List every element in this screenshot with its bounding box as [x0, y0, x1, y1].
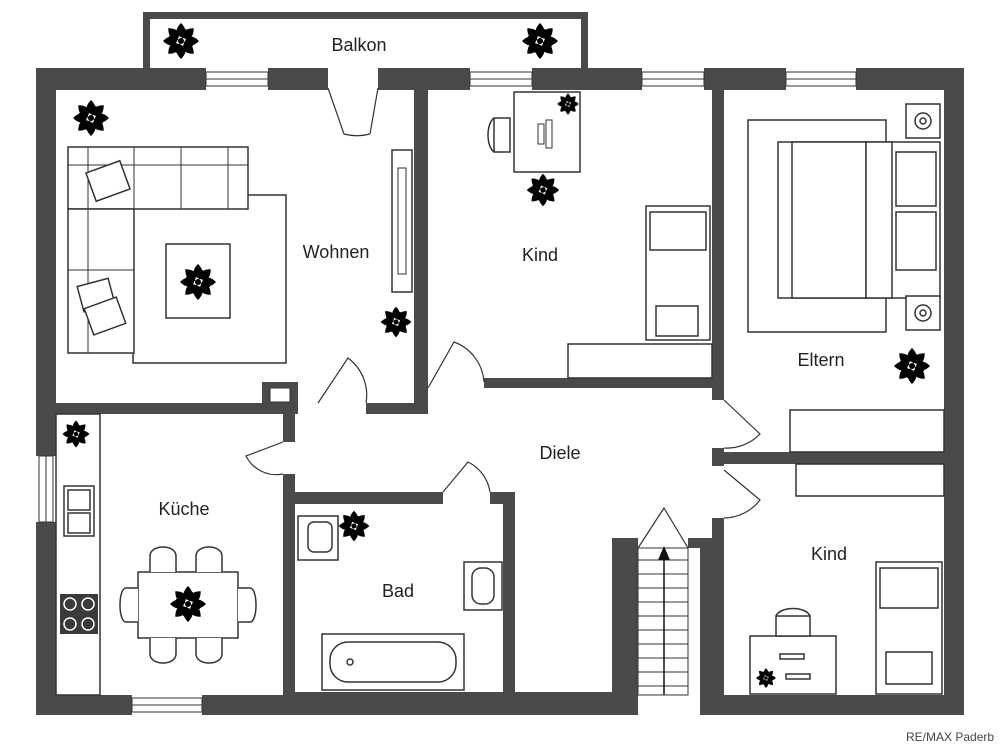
- chair: [493, 117, 511, 153]
- room-label-kueche: Küche: [158, 499, 209, 519]
- balcony-walls: [143, 12, 588, 70]
- chair: [195, 638, 223, 664]
- chair: [775, 615, 811, 637]
- credit-watermark: RE/MAX Paderb: [906, 730, 994, 744]
- plant-icon: [557, 93, 579, 115]
- eltern-furniture: [747, 103, 945, 453]
- cushion: [84, 159, 132, 203]
- windows: [38, 71, 857, 713]
- pillow: [885, 651, 933, 685]
- plant-icon: [163, 23, 199, 59]
- room-labels: Balkon Wohnen Kind Eltern Diele Küche Ba…: [158, 35, 847, 601]
- wardrobe: [567, 343, 713, 379]
- room-label-diele: Diele: [539, 443, 580, 463]
- room-label-wohnen: Wohnen: [303, 242, 370, 262]
- doors: [245, 87, 761, 549]
- room-label-balkon: Balkon: [331, 35, 386, 55]
- plant-icon: [522, 23, 558, 59]
- walls: [36, 68, 964, 715]
- bad-fixtures: [297, 515, 503, 691]
- kind-bottom-furniture: [749, 463, 945, 695]
- plant-icon: [170, 586, 206, 622]
- plant-icon: [62, 420, 90, 448]
- sink: [63, 485, 95, 537]
- pillow: [895, 151, 937, 207]
- plant-icon: [180, 264, 216, 300]
- toilet: [463, 561, 503, 611]
- kitchen-counter: [55, 413, 101, 696]
- chair: [238, 587, 257, 623]
- kueche-furniture: [55, 413, 257, 696]
- room-label-bad: Bad: [382, 581, 414, 601]
- room-label-kind-top: Kind: [522, 245, 558, 265]
- plant-icon: [894, 348, 930, 384]
- plant-icon: [756, 668, 776, 688]
- desk: [749, 635, 837, 695]
- pillow: [655, 305, 699, 337]
- nightstand: [905, 295, 941, 331]
- arrow-up-icon: [658, 546, 670, 560]
- chair: [119, 587, 138, 623]
- staircase: [637, 546, 689, 696]
- room-label-eltern: Eltern: [797, 350, 844, 370]
- wardrobe: [789, 409, 945, 453]
- plant-icon: [526, 173, 560, 207]
- chair: [149, 638, 177, 664]
- plant-icon: [338, 510, 370, 542]
- pillow: [895, 211, 937, 271]
- chair: [195, 546, 223, 572]
- stove: [60, 594, 98, 634]
- room-label-kind-bottom: Kind: [811, 544, 847, 564]
- nightstand: [905, 103, 941, 139]
- bathtub: [321, 633, 465, 691]
- cushion: [83, 296, 127, 336]
- plant-icon: [73, 100, 109, 136]
- kind-top-furniture: [487, 91, 713, 379]
- chair: [149, 546, 177, 572]
- wardrobe: [795, 463, 945, 497]
- plant-icon: [380, 306, 412, 338]
